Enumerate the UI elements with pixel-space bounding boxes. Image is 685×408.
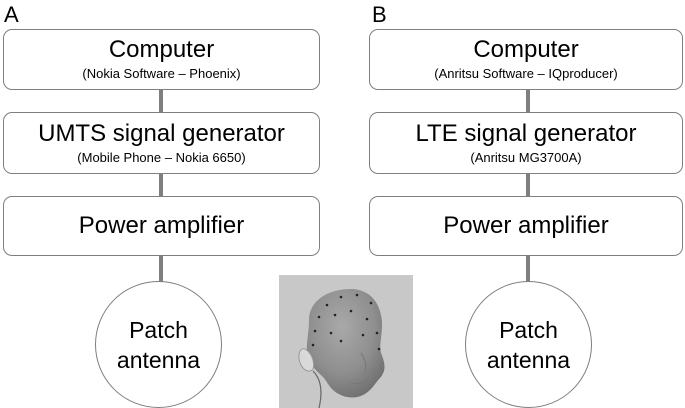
- panel-b-computer-box: Computer (Anritsu Software – IQproducer): [369, 29, 683, 90]
- panel-a-generator-subtitle: (Mobile Phone – Nokia 6650): [77, 149, 246, 165]
- panel-a-antenna-circle: Patch antenna: [95, 281, 222, 408]
- panel-b-antenna-line2: antenna: [486, 346, 571, 373]
- head-model-icon: [279, 275, 413, 408]
- panel-b-connector-3: [526, 256, 530, 282]
- panel-a-generator-box: UMTS signal generator (Mobile Phone – No…: [3, 112, 320, 174]
- panel-a-computer-title: Computer: [108, 36, 215, 63]
- panel-b-connector-1: [526, 90, 530, 112]
- panel-a-connector-2: [159, 174, 163, 196]
- panel-b-amplifier-box: Power amplifier: [369, 196, 683, 256]
- panel-b-label: B: [372, 2, 387, 27]
- panel-a-connector-3: [159, 256, 163, 282]
- panel-a-antenna-line1: Patch: [129, 316, 188, 343]
- panel-a-generator-title: UMTS signal generator: [38, 119, 285, 147]
- panel-a-label: A: [4, 2, 19, 27]
- panel-b-generator-subtitle: (Anritsu MG3700A): [470, 149, 582, 165]
- panel-b-computer-subtitle: (Anritsu Software – IQproducer): [434, 66, 618, 81]
- panel-b-generator-box: LTE signal generator (Anritsu MG3700A): [369, 112, 683, 174]
- panel-b-amplifier-title: Power amplifier: [443, 212, 609, 239]
- panel-b-connector-2: [526, 174, 530, 196]
- panel-a-amplifier-title: Power amplifier: [78, 212, 245, 239]
- head-model-image: [279, 275, 413, 408]
- panel-a-amplifier-box: Power amplifier: [3, 196, 320, 256]
- panel-b-antenna-line1: Patch: [499, 316, 558, 343]
- panel-a-antenna-line2: antenna: [116, 346, 201, 373]
- panel-b-antenna-circle: Patch antenna: [465, 281, 592, 408]
- panel-a-connector-1: [159, 90, 163, 112]
- panel-b-computer-title: Computer: [473, 36, 579, 63]
- panel-a-computer-subtitle: (Nokia Software – Phoenix): [82, 66, 241, 81]
- panel-a-computer-box: Computer (Nokia Software – Phoenix): [3, 29, 320, 90]
- panel-b-generator-title: LTE signal generator: [415, 119, 637, 147]
